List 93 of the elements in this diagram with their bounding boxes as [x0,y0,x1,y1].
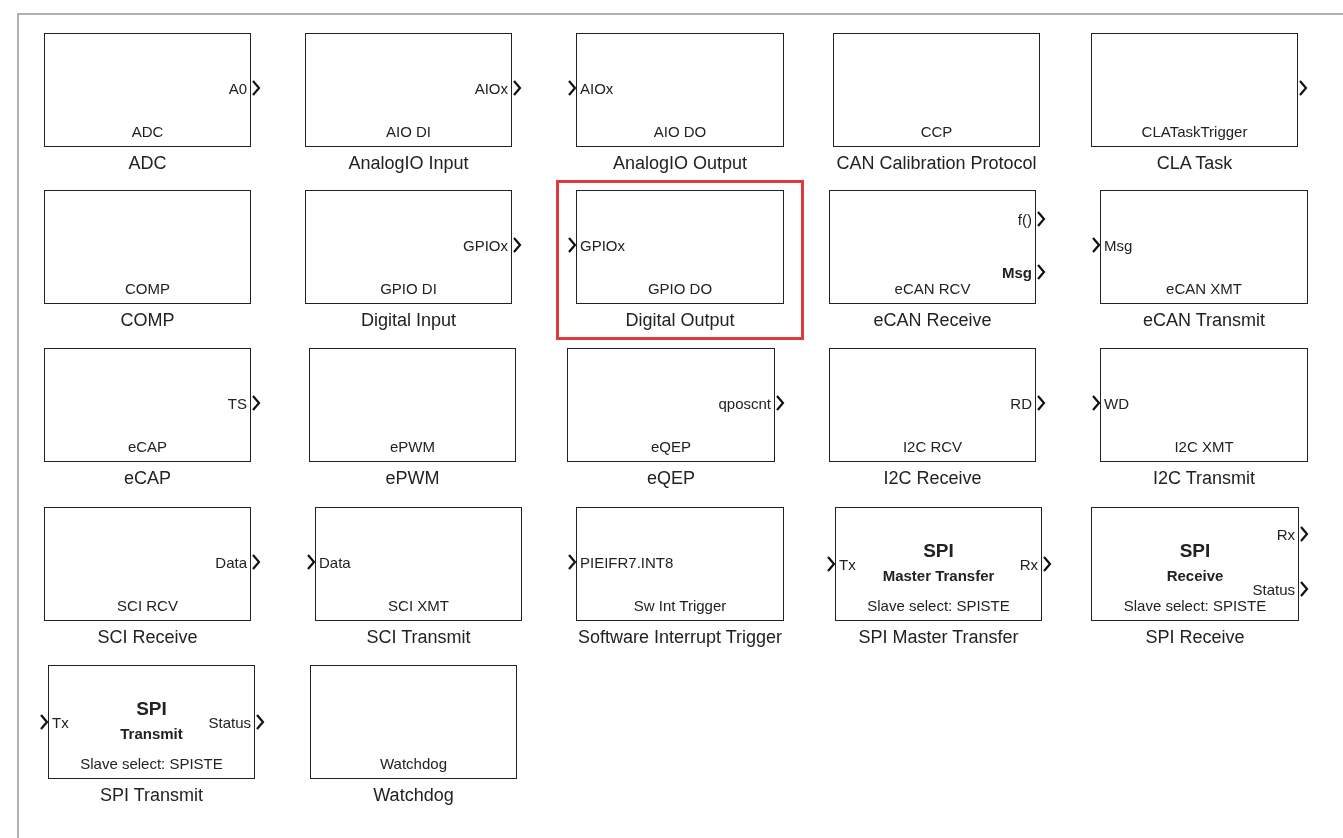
block-label: Slave select: SPISTE [79,755,224,773]
block-caption: Watchdog [372,784,455,806]
block-box [835,507,1042,621]
block-label: CCP [919,123,954,141]
block-subtitle: Transmit [119,725,184,744]
block-box [576,190,784,304]
block-box [315,507,522,621]
block-caption: I2C Receive [882,467,983,489]
block-label: AIO DO [652,123,708,141]
port-label: RD [1010,394,1032,413]
block-label: SCI RCV [116,597,179,615]
block-caption: ePWM [384,467,441,489]
block-caption: SPI Receive [1144,626,1246,648]
block-label: I2C XMT [1173,438,1235,456]
block-label: Sw Int Trigger [632,597,728,615]
block-box [1091,507,1299,621]
block-label: SCI XMT [387,597,450,615]
block-label: GPIO DO [646,280,714,298]
port-label: GPIOx [463,236,508,255]
port-label: A0 [228,79,247,98]
block-label: Slave select: SPISTE [1122,597,1268,615]
block-box [1100,348,1308,462]
block-caption: Digital Input [359,309,458,331]
block-label: eQEP [650,438,692,456]
port-label: Tx [839,556,856,574]
block-label: ePWM [389,438,436,456]
block-caption: SPI Master Transfer [857,626,1020,648]
block-box [44,348,251,462]
block-caption: CAN Calibration Protocol [835,152,1038,174]
block-caption: SCI Transmit [365,626,472,648]
block-box [833,33,1040,147]
block-label: COMP [124,280,171,298]
block-box [1100,190,1308,304]
block-caption: eCAN Transmit [1142,309,1266,331]
block-caption: SCI Receive [96,626,199,648]
block-caption: CLA Task [1155,152,1234,174]
block-caption: I2C Transmit [1152,467,1256,489]
block-box [576,33,784,147]
port-label: Msg [1002,264,1032,283]
port-label: WD [1104,394,1129,413]
block-caption: AnalogIO Input [347,152,470,174]
port-label: AIOx [474,79,508,98]
port-label: f() [1017,210,1032,229]
block-label: I2C RCV [901,438,964,456]
block-box [576,507,784,621]
block-caption: Software Interrupt Trigger [576,626,784,648]
block-label: eCAP [126,438,169,456]
block-caption: Digital Output [624,309,736,331]
block-label: GPIO DI [379,280,438,298]
block-label: Watchdog [379,755,448,773]
block-box [44,33,251,147]
port-label: Status [208,714,251,732]
block-label: AIO DI [385,123,432,141]
block-box [309,348,516,462]
block-title: SPI [922,540,955,563]
block-box [567,348,775,462]
block-box [305,33,512,147]
block-subtitle: Master Transfer [881,567,996,586]
block-box [829,348,1036,462]
block-caption: AnalogIO Output [611,152,749,174]
port-label: qposcnt [718,394,771,413]
block-caption: SPI Transmit [99,784,204,806]
port-label: PIEIFR7.INT8 [580,553,674,572]
block-label: Slave select: SPISTE [866,597,1011,615]
port-label: Rx [1019,556,1038,574]
block-title: SPI [1178,540,1212,563]
port-label: Data [319,553,351,572]
port-label: GPIOx [580,236,625,255]
block-box [44,190,251,304]
port-label: Msg [1104,236,1133,255]
block-label: CLATaskTrigger [1140,123,1249,141]
port-label: Rx [1276,526,1295,545]
block-subtitle: Receive [1165,567,1225,586]
block-box [1091,33,1298,147]
block-caption: COMP [119,309,176,331]
block-box [44,507,251,621]
block-box [305,190,512,304]
block-label: eCAN XMT [1165,280,1243,298]
block-box [48,665,255,779]
block-box [829,190,1036,304]
block-caption: eCAN Receive [872,309,993,331]
block-title: SPI [135,698,168,721]
block-label: ADC [130,123,165,141]
port-label: Status [1252,581,1295,600]
block-label: eCAN RCV [893,280,972,298]
port-label: TS [227,394,247,413]
port-label: AIOx [580,79,614,98]
block-caption: ADC [127,152,168,174]
block-caption: eQEP [646,467,696,489]
port-label: Tx [52,714,69,732]
block-box [310,665,517,779]
block-caption: eCAP [123,467,172,489]
port-label: Data [215,553,247,572]
